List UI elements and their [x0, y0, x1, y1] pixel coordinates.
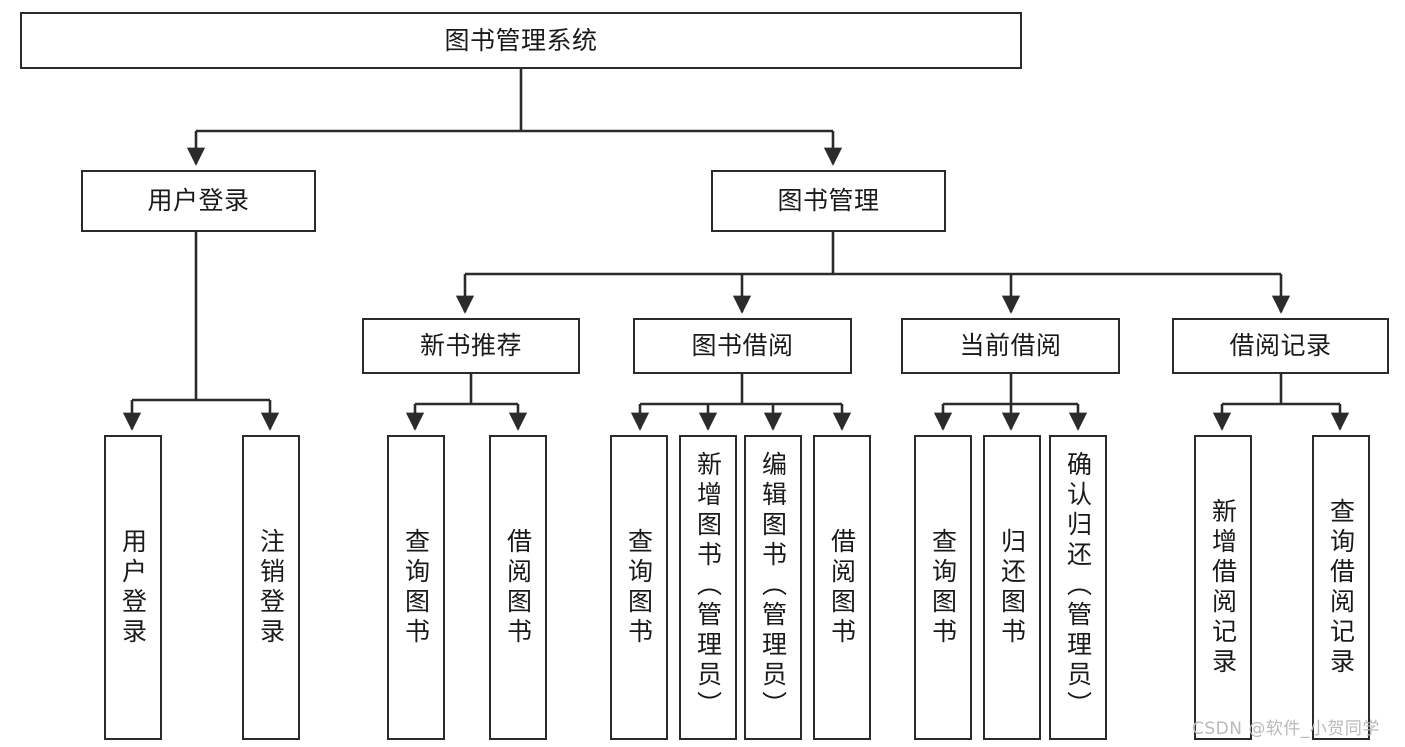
node-new-book-recommend[interactable]: 新书推荐 — [362, 318, 580, 374]
node-leaf-borrow-book-rec-label: 借阅图书 — [503, 527, 533, 648]
node-borrow-record-label: 借阅记录 — [1229, 331, 1332, 360]
node-leaf-query-book-current-label: 查询图书 — [928, 527, 958, 648]
node-leaf-add-borrow-record[interactable]: 新增借阅记录 — [1194, 435, 1252, 740]
node-leaf-edit-book-admin[interactable]: 编辑图书（管理员） — [744, 435, 802, 740]
node-user-login-label: 用户登录 — [147, 186, 250, 215]
node-current-borrow[interactable]: 当前借阅 — [901, 318, 1120, 374]
node-leaf-logout-login-label: 注销登录 — [256, 527, 286, 648]
node-borrow-record[interactable]: 借阅记录 — [1172, 318, 1389, 374]
node-leaf-user-login[interactable]: 用户登录 — [104, 435, 162, 740]
node-leaf-query-book-borrow[interactable]: 查询图书 — [610, 435, 668, 740]
node-book-borrow-label: 图书借阅 — [691, 331, 794, 360]
node-new-book-recommend-label: 新书推荐 — [419, 331, 522, 360]
node-leaf-query-borrow-record[interactable]: 查询借阅记录 — [1312, 435, 1370, 740]
node-leaf-borrow-book-rec[interactable]: 借阅图书 — [489, 435, 547, 740]
node-leaf-add-book-admin-label: 新增图书（管理员） — [693, 451, 723, 721]
node-book-borrow[interactable]: 图书借阅 — [633, 318, 852, 374]
node-root[interactable]: 图书管理系统 — [20, 12, 1022, 69]
node-leaf-confirm-return-admin[interactable]: 确认归还（管理员） — [1049, 435, 1107, 740]
node-leaf-query-book-rec-label: 查询图书 — [401, 527, 431, 648]
node-user-login[interactable]: 用户登录 — [81, 170, 316, 232]
node-leaf-query-book-rec[interactable]: 查询图书 — [387, 435, 445, 740]
node-leaf-confirm-return-admin-label: 确认归还（管理员） — [1063, 451, 1093, 721]
node-leaf-return-book[interactable]: 归还图书 — [983, 435, 1041, 740]
node-leaf-query-book-current[interactable]: 查询图书 — [914, 435, 972, 740]
node-leaf-add-borrow-record-label: 新增借阅记录 — [1208, 497, 1238, 678]
node-leaf-return-book-label: 归还图书 — [997, 527, 1027, 648]
node-leaf-query-book-borrow-label: 查询图书 — [624, 527, 654, 648]
node-leaf-borrow-book[interactable]: 借阅图书 — [813, 435, 871, 740]
node-leaf-user-login-label: 用户登录 — [118, 527, 148, 648]
node-book-manage-label: 图书管理 — [777, 186, 880, 215]
node-book-manage[interactable]: 图书管理 — [711, 170, 946, 232]
node-leaf-add-book-admin[interactable]: 新增图书（管理员） — [679, 435, 737, 740]
node-current-borrow-label: 当前借阅 — [959, 331, 1062, 360]
node-leaf-edit-book-admin-label: 编辑图书（管理员） — [758, 451, 788, 721]
node-leaf-logout-login[interactable]: 注销登录 — [242, 435, 300, 740]
csdn-watermark: CSDN @软件_小贺同学 — [1192, 719, 1380, 739]
node-root-label: 图书管理系统 — [444, 25, 598, 55]
node-leaf-query-borrow-record-label: 查询借阅记录 — [1326, 497, 1356, 678]
node-leaf-borrow-book-label: 借阅图书 — [827, 527, 857, 648]
